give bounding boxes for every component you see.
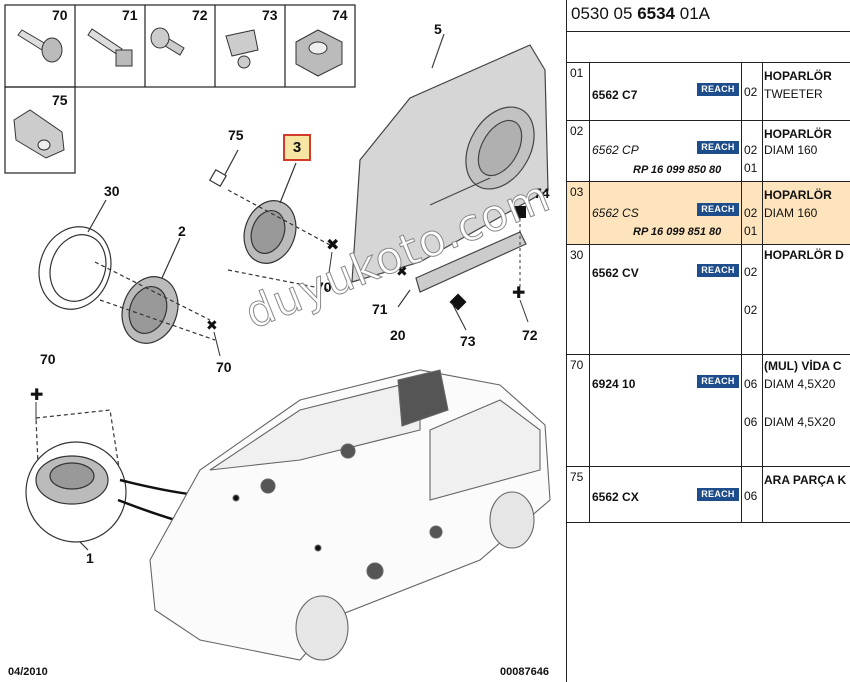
part-number[interactable]: 6562 CX [592, 490, 639, 504]
diagram-drawing: ✖ ✖ ✚ ✖ ✚ [4, 4, 551, 661]
part-row[interactable]: 70 6924 10 REACH 06 06 (MUL) VİDA C DIAM… [566, 354, 850, 466]
callout-72[interactable]: 72 [522, 327, 538, 343]
svg-text:✖: ✖ [206, 317, 218, 333]
header-divider [566, 31, 850, 32]
svg-text:✚: ✚ [30, 387, 43, 404]
row-quantity: 06 [744, 377, 758, 391]
nut-74-icon [295, 29, 343, 77]
reach-badge: REACH [697, 83, 739, 96]
ref-bold: 6534 [637, 4, 676, 23]
row-description-detail: TWEETER [764, 87, 823, 101]
part-row[interactable]: 01 6562 C7 REACH 02 HOPARLÖR TWEETER [566, 62, 850, 120]
row-quantity: 02 [744, 143, 758, 157]
part-number[interactable]: 6562 CP [592, 143, 639, 157]
part-row[interactable]: 30 6562 CV REACH 02 02 HOPARLÖR D [566, 244, 850, 354]
callout-74[interactable]: 74 [534, 185, 550, 201]
inset-label-74: 74 [332, 7, 348, 23]
row-description-detail: DIAM 160 [764, 206, 818, 220]
callout-2[interactable]: 2 [178, 223, 186, 239]
panel-left-border [566, 0, 567, 682]
screw-71-icon [87, 28, 133, 67]
column-divider [762, 62, 763, 523]
row-description: ARA PARÇA K [764, 473, 847, 487]
row-description: (MUL) VİDA C [764, 359, 842, 373]
column-divider [589, 62, 590, 523]
row-description-detail: DIAM 4,5X20 [764, 377, 836, 391]
spacer-75-icon [13, 109, 65, 159]
tweeter-detail [25, 409, 319, 551]
row-description: HOPARLÖR D [764, 248, 844, 262]
reach-badge: REACH [697, 488, 739, 501]
row-description-detail: DIAM 160 [764, 143, 818, 157]
speaker-ring-30 [38, 199, 112, 310]
clip-73-icon [225, 29, 259, 69]
row-quantity: 06 [744, 489, 758, 503]
inset-label-73: 73 [262, 7, 278, 23]
footer-drawing-number: 00087646 [500, 666, 549, 678]
speaker-housing-5 [351, 33, 549, 293]
rp-reference: RP 16 099 851 80 [633, 226, 722, 238]
reach-badge: REACH [697, 375, 739, 388]
footer-date: 04/2010 [8, 666, 48, 678]
speaker-3 [208, 149, 331, 291]
callout-70-b[interactable]: 70 [216, 359, 232, 375]
callout-71[interactable]: 71 [372, 301, 388, 317]
reach-badge: REACH [697, 141, 739, 154]
row-quantity: 01 [744, 161, 758, 175]
row-description: HOPARLÖR [764, 69, 832, 83]
callout-20[interactable]: 20 [390, 327, 406, 343]
reference-number: 0530 05 6534 01A [571, 4, 710, 24]
ref-suffix: 01A [675, 4, 710, 23]
row-quantity: 02 [744, 206, 758, 220]
parts-list-panel: 0530 05 6534 01A 01 6562 C7 REACH 02 HOP… [566, 0, 850, 682]
callout-1[interactable]: 1 [86, 550, 94, 566]
reach-badge: REACH [697, 264, 739, 277]
part-row[interactable]: 75 6562 CX REACH 06 ARA PARÇA K [566, 466, 850, 523]
row-quantity: 01 [744, 224, 758, 238]
row-index: 30 [570, 248, 584, 262]
row-description: HOPARLÖR [764, 127, 832, 141]
callout-3-highlighted[interactable]: 3 [283, 134, 311, 161]
rp-reference: RP 16 099 850 80 [633, 164, 722, 176]
part-row[interactable]: 02 6562 CP REACH RP 16 099 850 80 02 01 … [566, 120, 850, 181]
callout-70-c[interactable]: 70 [40, 351, 56, 367]
svg-text:✖: ✖ [396, 263, 408, 279]
column-divider [741, 62, 742, 523]
part-number[interactable]: 6924 10 [592, 377, 636, 391]
callout-73[interactable]: 73 [460, 333, 476, 349]
callout-5[interactable]: 5 [434, 21, 442, 37]
stud-72-icon [150, 27, 185, 56]
row-index: 01 [570, 66, 584, 80]
part-row-selected[interactable]: 03 6562 CS REACH RP 16 099 851 80 02 01 … [566, 181, 850, 244]
callout-70-a[interactable]: 70 [316, 279, 332, 295]
screw-70-icon [17, 29, 63, 63]
row-quantity: 02 [744, 85, 758, 99]
inset-label-75: 75 [52, 92, 68, 108]
reach-badge: REACH [697, 203, 739, 216]
ref-prefix: 0530 05 [571, 4, 638, 23]
row-index: 70 [570, 358, 584, 372]
inset-label-70: 70 [52, 7, 68, 23]
row-quantity: 02 [744, 265, 758, 279]
row-description-detail: DIAM 4,5X20 [764, 415, 836, 429]
part-number[interactable]: 6562 CV [592, 266, 639, 280]
car-outline [149, 289, 551, 661]
svg-text:✖: ✖ [326, 237, 339, 254]
row-index: 02 [570, 124, 584, 138]
part-number[interactable]: 6562 CS [592, 206, 639, 220]
part-number[interactable]: 6562 C7 [592, 88, 638, 102]
row-quantity: 02 [744, 303, 758, 317]
speaker-2 [94, 237, 216, 344]
row-description: HOPARLÖR [764, 188, 832, 202]
exploded-diagram: ✖ ✖ ✚ ✖ ✚ [4, 4, 558, 678]
inset-label-71: 71 [122, 7, 138, 23]
row-index: 75 [570, 470, 584, 484]
svg-text:✚: ✚ [512, 285, 525, 302]
row-index: 03 [570, 185, 584, 199]
row-quantity: 06 [744, 415, 758, 429]
fastener-inset-grid [4, 4, 356, 174]
callout-30[interactable]: 30 [104, 183, 120, 199]
callout-75[interactable]: 75 [228, 127, 244, 143]
inset-label-72: 72 [192, 7, 208, 23]
